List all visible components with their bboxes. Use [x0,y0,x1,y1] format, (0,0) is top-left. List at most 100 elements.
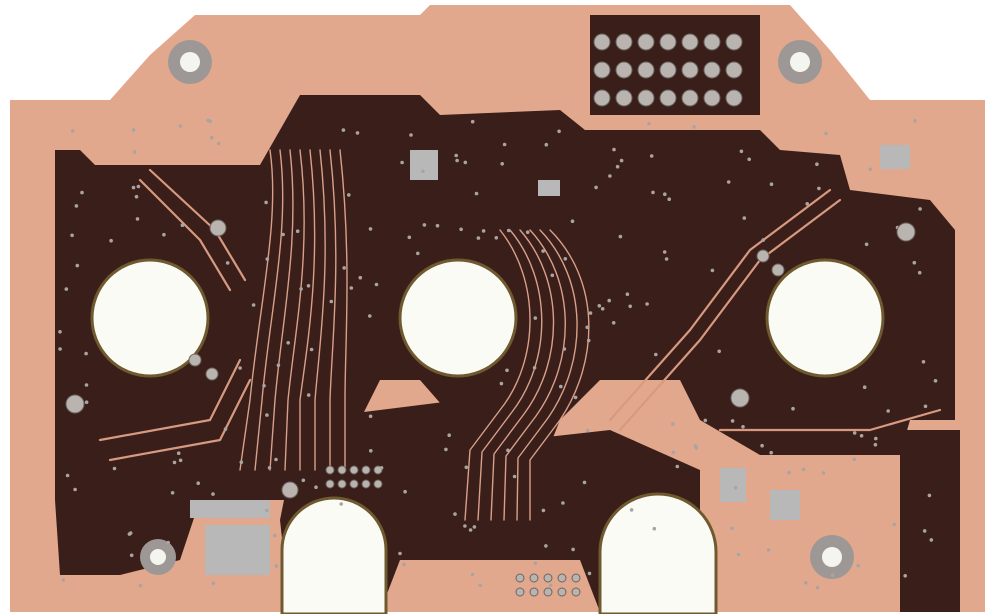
via [301,478,306,483]
via [742,216,747,220]
via [671,422,675,426]
via [628,304,632,309]
via [933,379,938,383]
via [787,470,791,475]
via [464,465,469,470]
via [73,487,77,492]
via [306,393,311,397]
connector-pin [593,61,611,79]
via [671,450,676,455]
via [859,434,864,438]
connector-pin [637,61,655,79]
via [557,129,561,134]
via [180,223,185,227]
via [210,135,214,140]
via [611,321,616,325]
via [588,311,593,315]
via [544,544,548,548]
plated-holes [65,219,916,499]
via [502,142,507,147]
via [760,443,764,448]
connector-pin [703,61,721,79]
connector-pin [615,33,633,51]
connector-pin-array [593,33,743,107]
via [570,219,575,223]
header-pin [337,479,347,489]
via [478,583,483,588]
via [251,303,256,307]
via [131,185,136,190]
connector-pin [593,33,611,51]
via [470,119,475,124]
via [138,583,143,588]
via [651,190,655,195]
connector-pin [659,33,677,51]
via [805,202,809,206]
via [815,585,820,590]
via [349,286,354,290]
smd-pads [190,145,910,575]
via [329,299,334,304]
via [211,492,215,496]
via [58,330,62,334]
connector-pin [681,89,699,107]
mount-ring-top-right [778,40,822,84]
via [134,194,139,199]
mount-ring-bottom-left [140,539,176,575]
via [341,128,346,132]
via [459,227,463,232]
via [817,186,821,191]
connector-pin [681,33,699,51]
via [664,257,669,261]
via [815,162,819,166]
via [506,448,510,453]
via [274,457,278,462]
via [761,238,765,242]
header-pin [529,573,539,583]
via [927,493,932,498]
via [494,236,499,240]
via [71,129,75,133]
via [550,273,555,278]
via [730,526,734,531]
via [585,325,589,330]
connector-pin [725,89,743,107]
via [447,433,452,438]
via [747,157,751,162]
header-pin [557,587,567,597]
via [238,366,242,370]
via [170,491,175,495]
header-pin [571,587,581,597]
mount-hole-left [90,258,210,378]
via [132,150,137,154]
via [505,368,509,373]
via [470,572,475,577]
via [586,428,590,433]
via [422,223,427,227]
via [402,562,406,567]
via [416,251,420,256]
via [801,467,806,472]
header-pin [515,587,525,597]
header-pin [515,573,525,583]
via [358,275,363,280]
via [525,230,530,234]
via [582,480,587,485]
via [726,180,731,184]
connector-pin [659,89,677,107]
via [265,508,269,513]
via [852,431,857,435]
via [264,200,268,205]
trace-bundle-center [464,229,590,521]
via [403,489,407,494]
header-pin [337,465,347,475]
via [500,162,505,166]
via [136,184,141,189]
via [512,474,517,479]
via [299,287,303,291]
via [654,352,658,357]
header-pin [373,479,383,489]
via [573,395,578,400]
via [162,232,166,237]
